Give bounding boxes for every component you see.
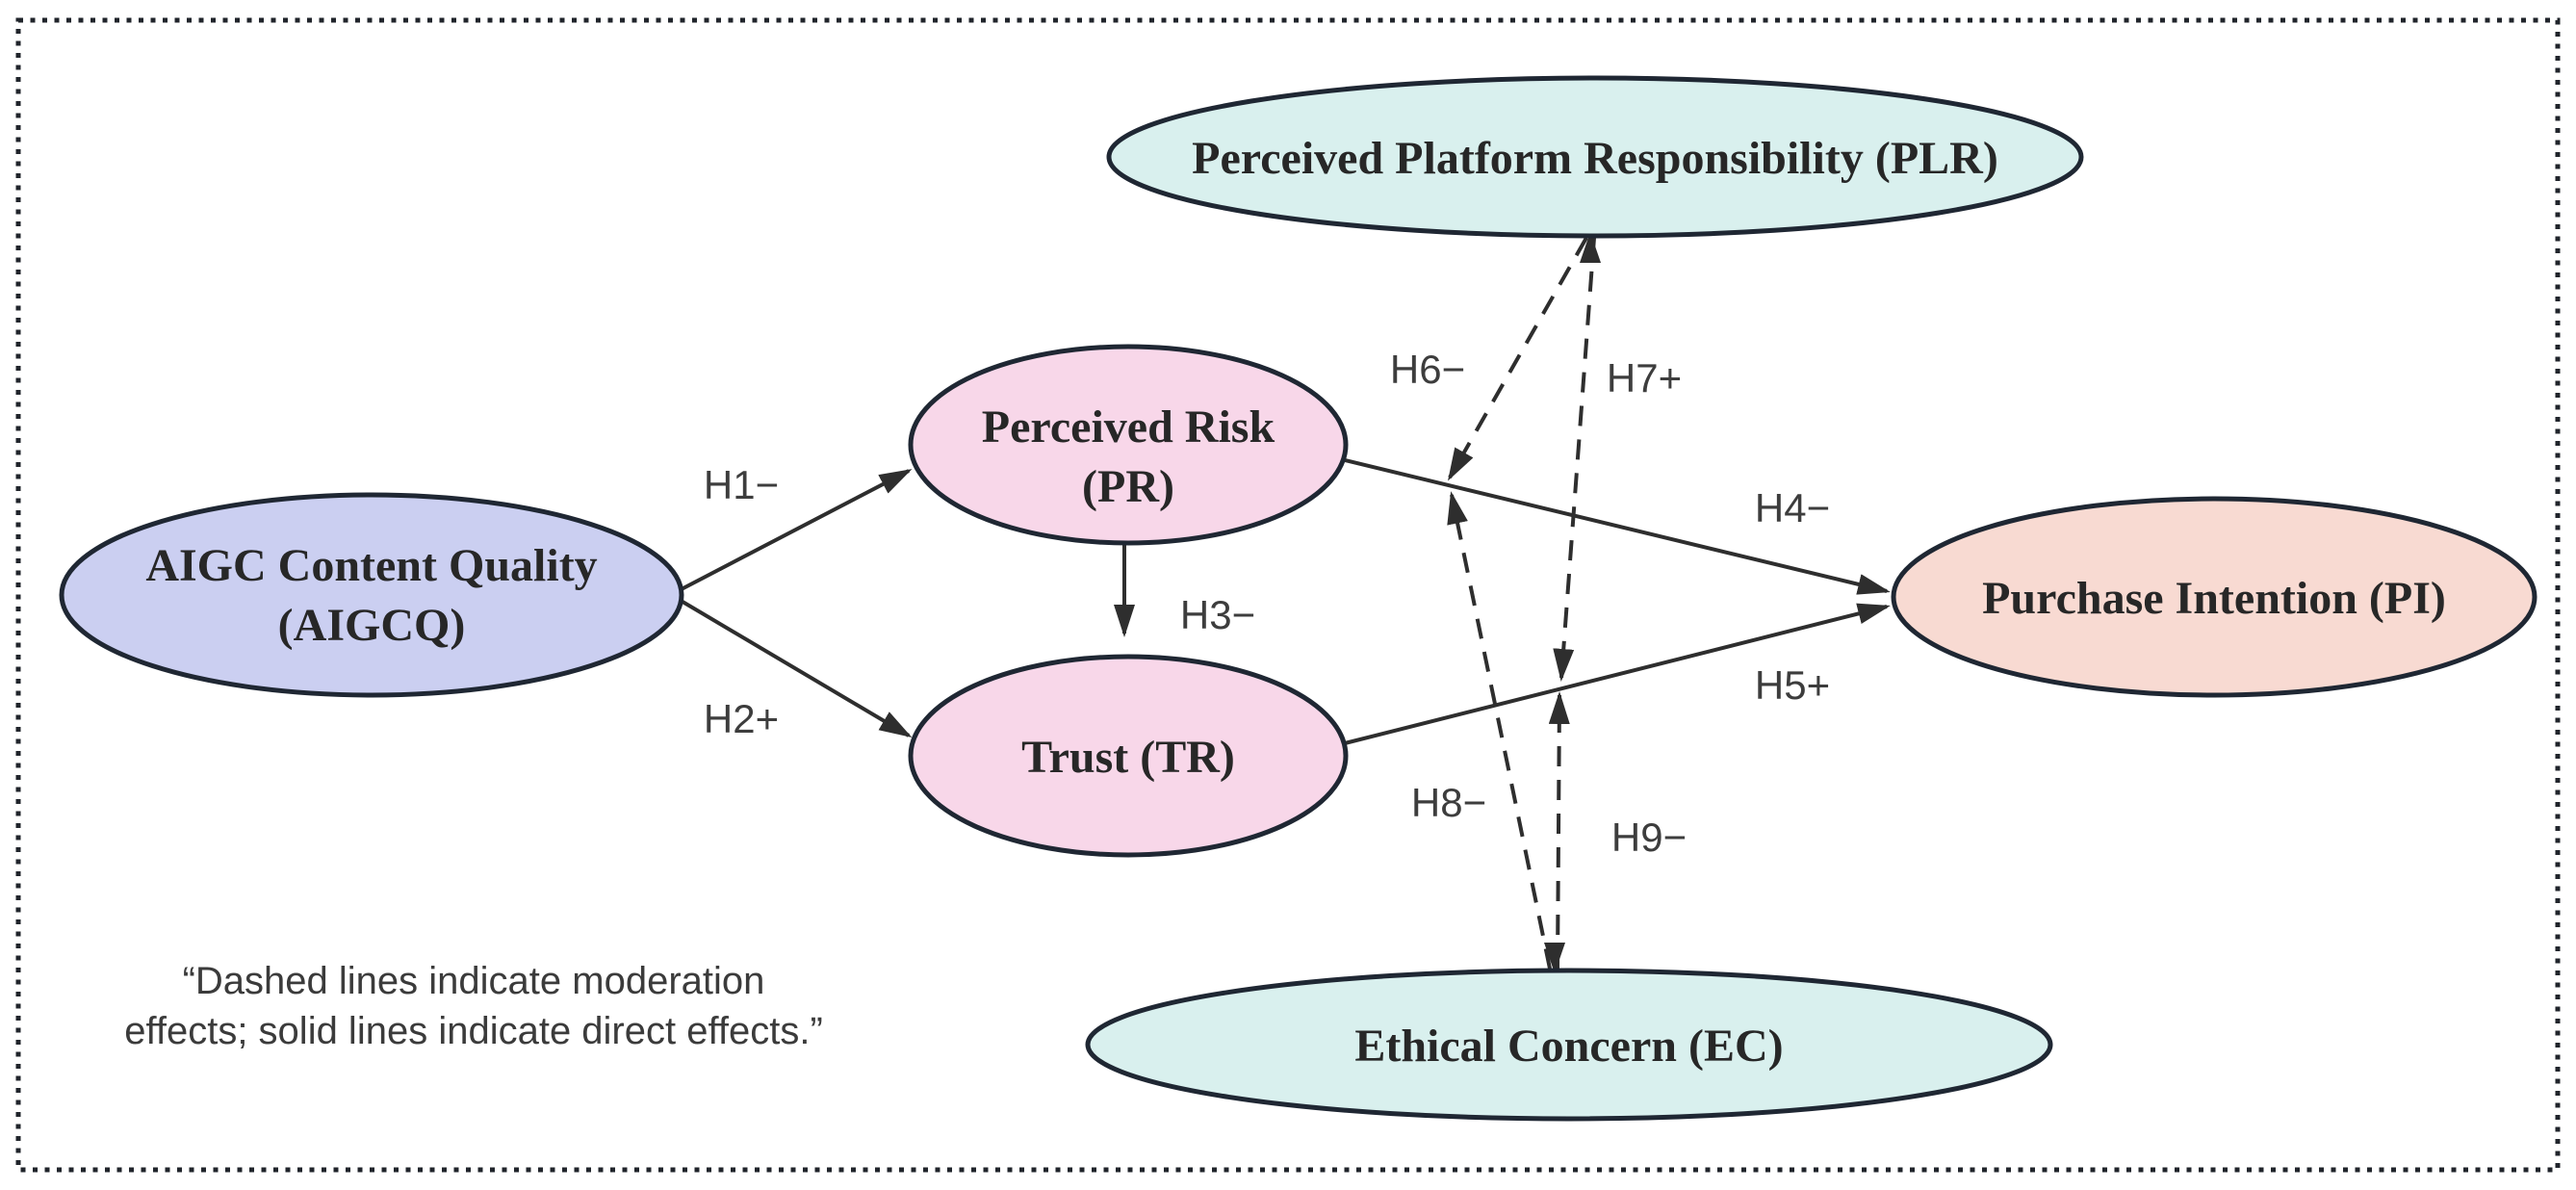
edge-h6-line	[1448, 237, 1588, 481]
node-pi-label: Purchase Intention (PI)	[1982, 573, 2446, 624]
edge-h7: H7+	[1553, 237, 1682, 682]
node-pi: Purchase Intention (PI)	[1891, 496, 2537, 698]
node-pr: Perceived Risk (PR)	[908, 344, 1349, 546]
edge-h2: H2+	[676, 597, 913, 741]
edge-h7-line	[1553, 237, 1596, 682]
dotted-border	[15, 17, 2561, 1173]
edge-h6-label: H6−	[1390, 347, 1465, 392]
edge-h1-line	[677, 469, 913, 593]
edge-h2-label: H2+	[704, 696, 779, 741]
plr-anchor-arrowhead-icon	[1580, 232, 1601, 263]
edge-h6: H6−	[1390, 237, 1588, 481]
node-tr: Trust (TR)	[908, 654, 1349, 858]
node-ec-label: Ethical Concern (EC)	[1354, 1021, 1783, 1072]
node-ec: Ethical Concern (EC)	[1085, 968, 2053, 1122]
node-aigcq-ellipse	[59, 492, 684, 698]
edge-h8-label: H8−	[1411, 780, 1486, 825]
edge-h2-line	[676, 597, 913, 738]
node-aigcq: AIGC Content Quality (AIGCQ)	[59, 492, 684, 698]
edge-h3: H3−	[1114, 545, 1255, 637]
node-pr-label-line2: (PR)	[1082, 461, 1174, 512]
legend-note-line2: effects; solid lines indicate direct eff…	[124, 1010, 823, 1052]
ec-anchor-arrowhead-icon	[1544, 943, 1565, 973]
edge-h4-label: H4−	[1755, 485, 1830, 530]
edge-h4: H4−	[1344, 458, 1891, 595]
node-aigcq-label-line1: AIGC Content Quality	[145, 540, 597, 591]
node-plr: Perceived Platform Responsibility (PLR)	[1106, 75, 2084, 239]
edge-h7-label: H7+	[1607, 355, 1682, 401]
legend-note: “Dashed lines indicate moderation effect…	[124, 960, 823, 1052]
node-tr-label: Trust (TR)	[1021, 732, 1235, 783]
node-pr-ellipse	[908, 344, 1349, 546]
edge-h1: H1−	[677, 462, 913, 593]
edge-h8-line	[1447, 491, 1552, 970]
edge-h5-line	[1344, 603, 1891, 745]
edge-h1-label: H1−	[704, 462, 779, 507]
edge-h3-label: H3−	[1180, 592, 1255, 637]
node-plr-ellipse	[1106, 75, 2084, 239]
node-pi-ellipse	[1891, 496, 2537, 698]
edge-h5: H5+	[1344, 603, 1891, 745]
legend-note-line1: “Dashed lines indicate moderation	[183, 960, 765, 1002]
node-ec-ellipse	[1085, 968, 2053, 1122]
edge-h9-label: H9−	[1611, 815, 1687, 860]
node-pr-label-line1: Perceived Risk	[982, 401, 1275, 453]
edge-h9-line	[1548, 691, 1570, 970]
node-plr-label: Perceived Platform Responsibility (PLR)	[1192, 133, 1998, 184]
edge-h9: H9−	[1548, 691, 1687, 970]
edge-h4-line	[1344, 458, 1891, 595]
node-aigcq-label-line2: (AIGCQ)	[278, 600, 466, 651]
edge-h5-label: H5+	[1755, 662, 1830, 708]
node-tr-ellipse	[908, 654, 1349, 858]
edge-h8: H8−	[1411, 491, 1552, 970]
